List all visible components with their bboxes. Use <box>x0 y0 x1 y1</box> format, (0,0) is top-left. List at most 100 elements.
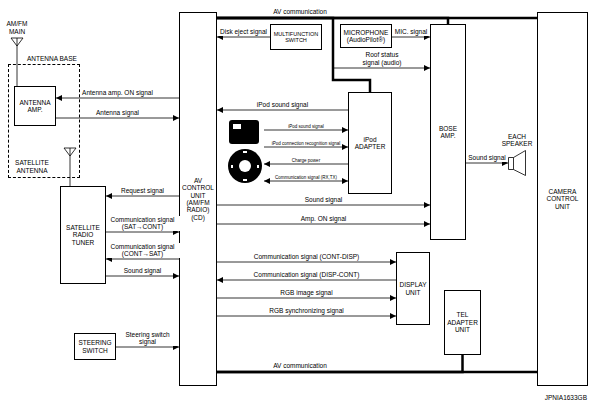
ipod-mark <box>231 165 233 168</box>
signal-label: iPod connection recognition signal <box>272 141 340 146</box>
amp-box: BOSE AMP. <box>430 24 466 240</box>
label-holder: iPod sound signal <box>287 124 325 129</box>
ipod-mark <box>257 165 259 168</box>
signal-label: Disk eject signal <box>220 28 267 35</box>
signal-arrow <box>264 130 348 131</box>
signal-label-holder: Steering switch signal <box>117 331 179 346</box>
signal-line <box>217 224 430 225</box>
signal-line <box>217 205 430 206</box>
signal-label: iPod sound signal <box>288 124 324 129</box>
display-box: DISPLAY UNIT <box>396 252 430 325</box>
signal-line <box>392 37 430 38</box>
signal-line <box>217 37 270 38</box>
signal-line <box>217 298 396 299</box>
signal-label: RGB image signal <box>280 289 332 296</box>
tuner-box: SATELLITE RADIO TUNER <box>60 186 106 284</box>
signal-line <box>56 98 179 99</box>
signal-label: Antenna signal <box>96 109 139 116</box>
node-label: MULTIFUNCTION SWITCH <box>273 31 319 44</box>
node-label: BOSE AMP. <box>433 125 463 140</box>
node-label: CAMERA CONTROL UNIT <box>540 188 585 210</box>
signal-label: iPod sound signal <box>257 101 308 108</box>
label-holder: AM/FM MAIN <box>2 20 32 35</box>
signal-label-holder: RGB synchronizing signal <box>268 307 344 314</box>
signal-label-holder: Disk eject signal <box>219 28 268 35</box>
signal-label-holder: Communication signal (CONT→SAT) <box>106 243 180 258</box>
speaker-symbol: EACH SPEAKER <box>508 150 526 176</box>
node-label: iPod ADAPTER <box>351 136 389 151</box>
adapter-box: iPod ADAPTER <box>348 92 392 194</box>
signal-arrow <box>264 181 348 182</box>
signal-line <box>116 347 179 348</box>
node-label: ANTENNA AMP. <box>17 99 53 114</box>
ipod-button <box>239 160 251 172</box>
node-label: STEERING SWITCH <box>77 339 113 354</box>
bus-line <box>217 355 463 372</box>
signal-label-holder: Sound signal <box>304 196 344 203</box>
node-label: TEL ADAPTER UNIT <box>447 311 478 333</box>
node-label: DISPLAY UNIT <box>399 281 427 296</box>
signal-label-holder: Sound signal <box>467 154 507 161</box>
label-holder: iPod connection recognition signal <box>271 141 341 146</box>
signal-label: MIC. signal <box>395 28 428 35</box>
signal-line <box>217 316 396 317</box>
signal-line <box>217 110 348 111</box>
node-label: ANTENNA BASE <box>27 55 77 62</box>
signal-label-holder: AV communication <box>272 8 328 15</box>
antenna-base: ANTENNA BASESATELLITE ANTENNAANTENNA AMP… <box>8 64 80 178</box>
ipod-screen-mark <box>233 124 241 129</box>
signal-label-holder: Antenna signal <box>95 109 140 116</box>
amp-box: ANTENNA AMP. <box>14 86 56 126</box>
signal-label: AV communication <box>273 8 327 15</box>
signal-label: Antenna amp. ON signal <box>82 89 153 96</box>
signal-label: JPNIA1633GB <box>545 394 587 401</box>
signal-line <box>466 163 508 164</box>
label-holder: Roof status signal (audio) <box>356 51 408 66</box>
signal-label: Communication signal (RX,TX) <box>275 175 337 180</box>
signal-line <box>56 118 179 119</box>
signal-label: Amp. ON signal <box>301 215 347 222</box>
label-holder: JPNIA1633GB <box>544 394 588 401</box>
signal-line <box>70 178 71 186</box>
signal-label: Communication signal (CONT→SAT) <box>107 243 179 258</box>
signal-label: Communication signal (DISP-CONT) <box>254 271 360 278</box>
switch-box: MULTIFUNCTION SWITCH <box>270 24 322 50</box>
signal-arrow <box>264 164 348 165</box>
signal-label: Request signal <box>121 187 164 194</box>
signal-arrow <box>264 147 348 148</box>
node-label: SATELLITE ANTENNA <box>12 159 52 174</box>
label-holder: Communication signal (RX,TX) <box>274 175 338 180</box>
control-unit: CAMERA CONTROL UNIT <box>537 12 588 386</box>
signal-line <box>217 262 396 263</box>
signal-label: AV communication <box>273 362 327 369</box>
signal-label: Charge power <box>292 158 320 163</box>
signal-line <box>106 232 179 233</box>
signal-label: RGB synchronizing signal <box>269 307 343 314</box>
control-unit: AV CONTROL UNIT (AM/FM RADIO) (CD) <box>179 12 217 386</box>
signal-label-holder: Communication signal (SAT→CONT) <box>106 216 180 231</box>
signal-line <box>217 280 396 281</box>
signal-label: Communication signal (CONT-DISP) <box>254 253 359 260</box>
text-holder: EACH SPEAKER <box>499 133 535 148</box>
signal-label-holder: Sound signal <box>123 267 163 274</box>
label-holder: Charge power <box>291 158 321 163</box>
signal-label: Steering switch signal <box>118 331 178 346</box>
switch-box: STEERING SWITCH <box>74 333 116 360</box>
ipod-wheel <box>228 149 262 183</box>
ipod-mark <box>243 151 247 153</box>
antenna-wire <box>70 148 71 178</box>
speaker-cone <box>509 151 526 176</box>
antenna-wire <box>17 38 18 86</box>
node-label: SATELLITE RADIO TUNER <box>63 224 103 246</box>
signal-label-holder: RGB image signal <box>279 289 333 296</box>
signal-label-holder: Communication signal (DISP-CONT) <box>253 271 361 278</box>
signal-label-holder: Amp. ON signal <box>300 215 348 222</box>
text-holder: SATELLITE ANTENNA <box>12 159 52 174</box>
signal-label-holder: Communication signal (CONT-DISP) <box>253 253 360 260</box>
signal-label-holder: AV communication <box>272 362 328 369</box>
text-holder: ANTENNA BASE <box>27 55 77 62</box>
signal-label: Roof status signal (audio) <box>357 51 407 66</box>
signal-label-holder: MIC. signal <box>394 28 429 35</box>
signal-label: Sound signal <box>468 154 506 161</box>
ipod-mark <box>243 179 247 181</box>
